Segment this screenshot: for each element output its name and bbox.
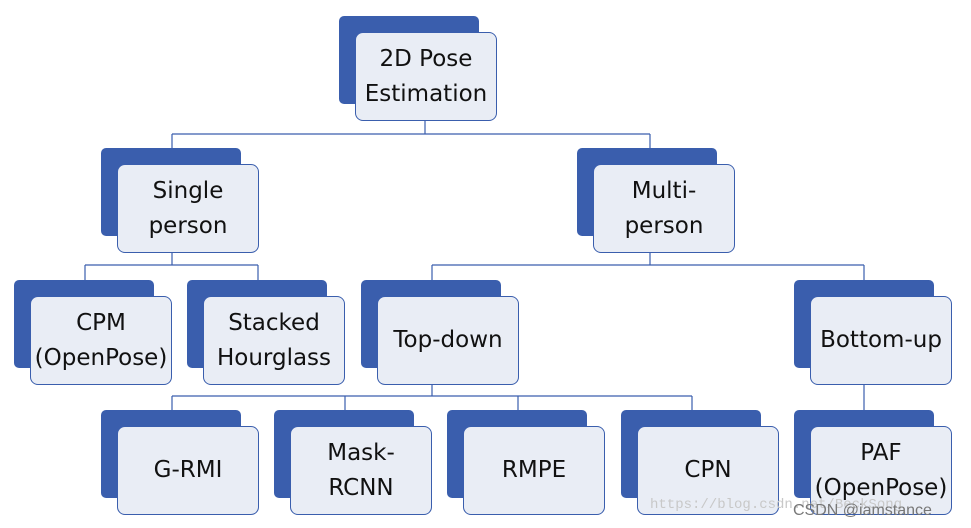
node-label: Top-down	[377, 296, 519, 385]
connector-multi-person	[431, 252, 865, 280]
connector-single-person	[84, 252, 259, 280]
node-label: CPM (OpenPose)	[30, 296, 172, 385]
connector-top-down	[171, 383, 693, 410]
watermark-credit: CSDN @iamstance	[793, 502, 932, 519]
node-label: Stacked Hourglass	[203, 296, 345, 385]
node-label: Bottom-up	[810, 296, 952, 385]
node-label: Mask- RCNN	[290, 426, 432, 515]
node-label: Single person	[117, 164, 259, 253]
watermark-url: https://blog.csdn.net/BeckSong	[650, 497, 903, 513]
node-label: PAF (OpenPose)	[810, 426, 952, 515]
connector-root	[171, 121, 651, 148]
node-label: RMPE	[463, 426, 605, 515]
node-label: CPN	[637, 426, 779, 515]
node-label: G-RMI	[117, 426, 259, 515]
node-label: 2D Pose Estimation	[355, 32, 497, 121]
node-label: Multi- person	[593, 164, 735, 253]
